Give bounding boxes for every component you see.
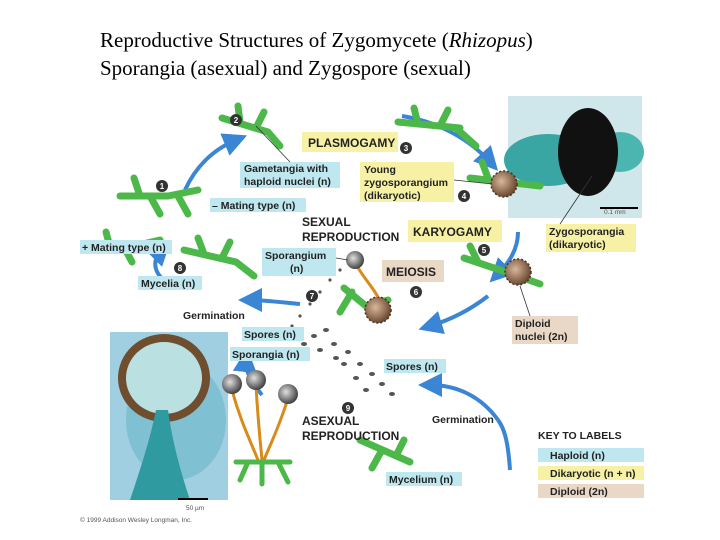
arrow-germination — [418, 373, 500, 422]
svg-text:Sporangium: Sporangium — [265, 250, 326, 262]
zygosporangium-micrograph: 0.1 mm — [504, 96, 644, 218]
mating-minus-label: – Mating type (n) — [210, 198, 306, 212]
svg-text:5: 5 — [482, 246, 487, 255]
title-line-1: Reproductive Structures of Zygomycete (R… — [100, 28, 533, 52]
svg-text:(dikaryotic): (dikaryotic) — [364, 190, 421, 202]
svg-text:Young: Young — [364, 164, 396, 176]
mycelia-label: Mycelia (n) — [138, 276, 202, 290]
scale-bar-top: 0.1 mm — [604, 209, 626, 216]
step-9: 9 — [342, 402, 354, 414]
mycelia-hypha — [180, 234, 258, 280]
karyogamy-label: KARYOGAMY — [408, 220, 502, 242]
mycelium-label: Mycelium (n) — [386, 472, 462, 486]
spores-scatter — [290, 268, 395, 396]
svg-text:nuclei (2n): nuclei (2n) — [515, 331, 568, 343]
arrow-1-2 — [183, 133, 248, 191]
step-3: 3 — [400, 142, 412, 154]
spores-label-left: Spores (n) — [242, 327, 304, 341]
label-key: KEY TO LABELS Haploid (n) Dikaryotic (n … — [538, 430, 644, 498]
svg-text:(n): (n) — [290, 263, 303, 275]
step-6: 6 — [410, 286, 422, 298]
svg-text:7: 7 — [310, 292, 315, 301]
gametangia-label: Gametangia with haploid nuclei (n) — [240, 162, 340, 188]
svg-text:haploid nuclei (n): haploid nuclei (n) — [244, 176, 331, 188]
svg-text:KARYOGAMY: KARYOGAMY — [413, 225, 492, 239]
svg-text:Spores (n): Spores (n) — [244, 329, 296, 341]
zygosporangium-mature — [504, 258, 532, 286]
plasmogamy-label: PLASMOGAMY — [302, 132, 398, 152]
spore-mycelium-hypha — [356, 436, 414, 472]
svg-text:8: 8 — [178, 264, 183, 273]
key-haploid-swatch — [538, 448, 644, 462]
key-dikaryotic: Dikaryotic (n + n) — [550, 468, 635, 480]
key-haploid: Haploid (n) — [550, 450, 605, 462]
arrow-7-8 — [238, 288, 301, 313]
svg-text:Gametangia with: Gametangia with — [244, 163, 328, 175]
step-markers: 1 2 3 4 5 6 7 8 9 — [156, 114, 490, 414]
svg-text:Zygosporangia: Zygosporangia — [549, 226, 624, 238]
svg-text:Mycelium (n): Mycelium (n) — [389, 474, 453, 486]
key-dikaryotic-swatch — [538, 466, 644, 480]
svg-text:+ Mating type (n): + Mating type (n) — [82, 242, 166, 254]
title-line-2: Sporangia (asexual) and Zygospore (sexua… — [100, 56, 471, 80]
svg-text:MEIOSIS: MEIOSIS — [386, 265, 436, 279]
asexual-label-2: REPRODUCTION — [302, 429, 399, 443]
key-diploid-swatch — [538, 484, 644, 498]
svg-text:Sporangia (n): Sporangia (n) — [232, 349, 300, 361]
svg-text:– Mating type (n): – Mating type (n) — [212, 200, 295, 212]
copyright: © 1999 Addison Wesley Longman, Inc. — [80, 516, 192, 524]
step-8: 8 — [174, 262, 186, 274]
scale-bar-bottom: 50 µm — [186, 505, 204, 512]
gametangia-hypha — [218, 102, 284, 150]
mating-plus-label: + Mating type (n) — [80, 240, 172, 254]
sexual-label-2: REPRODUCTION — [302, 230, 399, 244]
svg-text:4: 4 — [462, 192, 467, 201]
svg-text:Diploid: Diploid — [515, 318, 551, 330]
sporangium-label: Sporangium (n) — [262, 248, 336, 276]
cycle-arrows — [145, 114, 520, 471]
sporangium-top — [346, 251, 364, 269]
svg-text:(dikaryotic): (dikaryotic) — [549, 239, 606, 251]
germination-label-left: Germination — [183, 310, 245, 322]
arrow-mycelium-up — [496, 418, 512, 471]
svg-text:9: 9 — [346, 404, 351, 413]
spores-label-right: Spores (n) — [384, 359, 446, 373]
meiosis-label: MEIOSIS — [382, 260, 444, 282]
step-5: 5 — [478, 244, 490, 256]
page-title: Reproductive Structures of Zygomycete (R… — [100, 26, 533, 82]
svg-text:6: 6 — [414, 288, 419, 297]
key-heading: KEY TO LABELS — [538, 430, 622, 442]
zygosporangium-young — [490, 170, 518, 198]
sporangia-label: Sporangia (n) — [230, 347, 310, 361]
step-1: 1 — [156, 180, 168, 192]
svg-text:2: 2 — [234, 116, 239, 125]
hypha-minus — [116, 174, 202, 218]
step-7: 7 — [306, 290, 318, 302]
zygosporangia-label: Zygosporangia (dikaryotic) — [546, 224, 636, 252]
sexual-label-1: SEXUAL — [302, 215, 351, 229]
sporangium-micrograph: 50 µm — [110, 332, 228, 512]
step-4: 4 — [458, 190, 470, 202]
asexual-sporangia — [222, 370, 298, 487]
key-diploid: Diploid (2n) — [550, 486, 608, 498]
young-zygosporangium-label: Young zygosporangium (dikaryotic) — [360, 162, 454, 202]
leader-lines — [255, 125, 593, 317]
svg-text:Mycelia (n): Mycelia (n) — [141, 278, 195, 290]
diploid-nuclei-label: Diploid nuclei (2n) — [512, 316, 578, 344]
svg-text:1: 1 — [160, 182, 165, 191]
plasmogamy-hypha — [394, 104, 480, 150]
arrow-6-7 — [418, 294, 490, 335]
step-2: 2 — [230, 114, 242, 126]
meiosis-hypha — [336, 284, 392, 320]
svg-text:3: 3 — [404, 144, 409, 153]
svg-text:zygosporangium: zygosporangium — [364, 177, 448, 189]
svg-text:PLASMOGAMY: PLASMOGAMY — [308, 136, 395, 150]
germination-label-right: Germination — [432, 414, 494, 426]
asexual-label-1: ASEXUAL — [302, 414, 359, 428]
svg-text:Spores (n): Spores (n) — [386, 361, 438, 373]
